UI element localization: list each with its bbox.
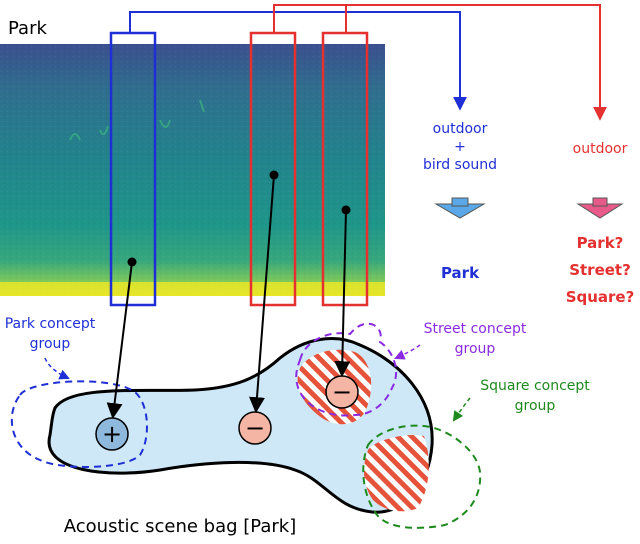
- negative-marker-2: [325, 375, 359, 409]
- blue-bird-sound: bird sound: [423, 157, 497, 173]
- square-concept-outline: [362, 424, 482, 529]
- red-down-arrow-stem: [592, 197, 608, 207]
- park-concept-label-1: Park concept: [5, 316, 96, 332]
- square-concept-label-1: Square concept: [480, 378, 590, 394]
- red-result-1: Park?: [577, 234, 624, 252]
- street-concept-outline: [295, 322, 398, 417]
- street-concept-label-1: Street concept: [424, 321, 527, 337]
- blue-window: [109, 31, 157, 307]
- park-concept-outline: [10, 380, 148, 468]
- square-overlap-hatch: [363, 434, 429, 512]
- negative-marker-1-label: −: [245, 414, 265, 442]
- red-connector-1: [273, 4, 607, 121]
- blue-down-arrow-stem: [451, 197, 469, 207]
- positive-marker: [95, 417, 129, 451]
- square-concept-label-2: group: [515, 398, 556, 414]
- red-outdoor: outdoor: [573, 141, 628, 157]
- red-result-3: Square?: [566, 288, 635, 306]
- park-label-pointer: [44, 357, 70, 380]
- blue-sample-arrow: [106, 261, 133, 420]
- positive-marker-label: +: [102, 420, 122, 448]
- spectrogram-label: Park: [8, 18, 47, 39]
- negative-marker-2-label: −: [332, 378, 352, 406]
- park-concept-label-2: group: [30, 336, 71, 352]
- blue-plus: +: [454, 139, 466, 155]
- red-result-2: Street?: [569, 261, 631, 279]
- red-sample-arrow-2: [334, 209, 351, 378]
- square-label-pointer: [452, 397, 471, 422]
- blue-outdoor: outdoor: [433, 121, 488, 137]
- street-concept-label-2: group: [455, 341, 496, 357]
- red-sample-arrow-1: [249, 174, 275, 414]
- blue-result: Park: [441, 264, 480, 282]
- street-label-pointer: [394, 344, 421, 360]
- bag-label: Acoustic scene bag [Park]: [64, 516, 296, 537]
- spectrogram: [0, 44, 385, 296]
- negative-marker-1: [238, 411, 272, 445]
- blue-connector: [129, 11, 467, 111]
